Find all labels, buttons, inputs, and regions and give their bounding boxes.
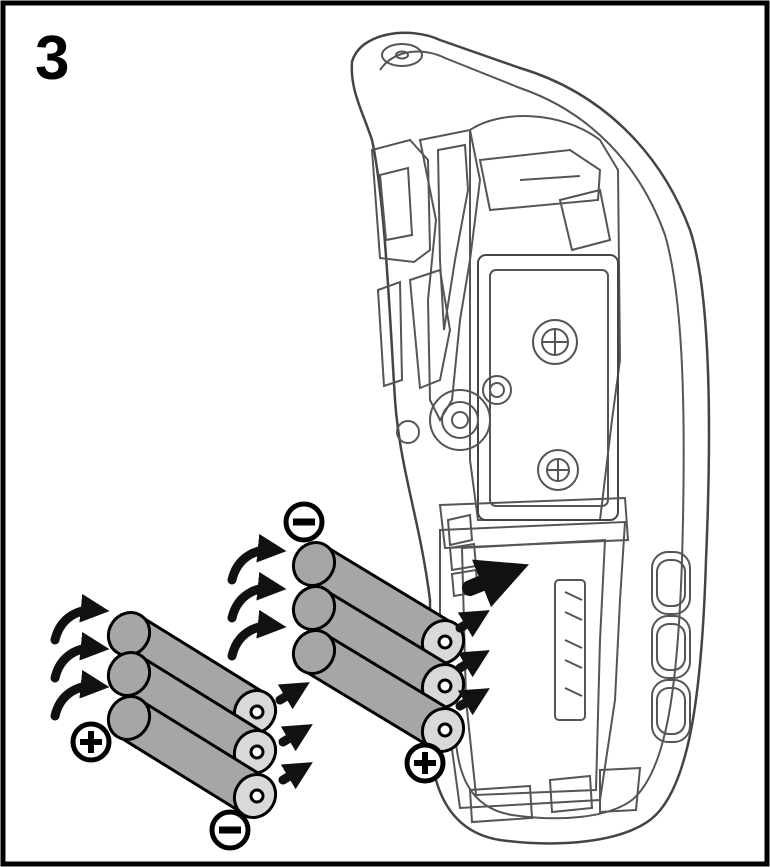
polarity-minus-top [283,501,325,543]
label-printer-device [350,31,711,845]
insert-arrows-middle [275,682,313,790]
large-insert-arrow-icon [462,559,530,608]
battery [106,695,278,819]
curved-arrow-icon [50,669,110,721]
curved-arrow-icon [227,609,287,661]
curved-arrow-icon [50,631,110,683]
polarity-plus-right [404,742,446,784]
battery [106,651,278,775]
battery-group-left [106,611,278,819]
battery [291,629,466,753]
rotate-arrows-left [50,593,110,721]
battery-group-right [291,541,466,753]
step-number: 3 [35,24,70,93]
arrow-icon [455,610,490,638]
arrow-icon [278,762,313,790]
arrow-icon [278,724,313,752]
curved-arrow-icon [50,593,110,645]
rotate-arrows-right [227,533,287,661]
arrow-icon [455,650,490,678]
curved-arrow-icon [227,571,287,623]
curved-arrow-icon [227,533,287,585]
polarity-minus-bottom [209,809,251,851]
arrow-icon [455,688,490,716]
polarity-plus-left [70,721,112,763]
arrow-icon [275,682,310,710]
insert-arrows-right [455,610,490,716]
